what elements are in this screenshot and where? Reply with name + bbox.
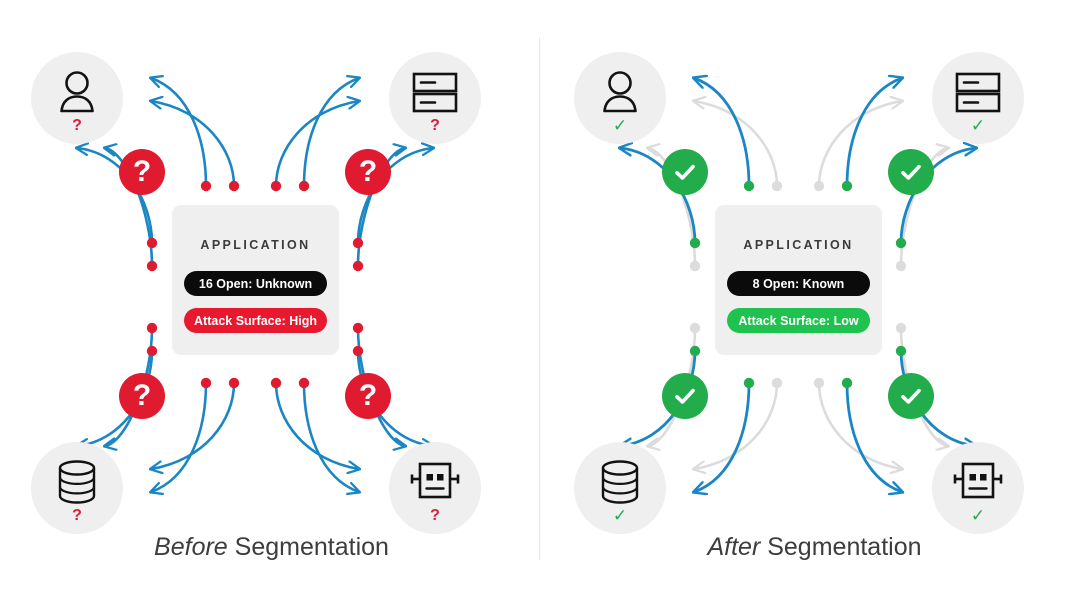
open-ports-pill: 16 Open: Unknown — [184, 271, 327, 296]
node-server-after[interactable]: ✓ — [932, 52, 1024, 144]
node-status-mark: ? — [430, 117, 440, 134]
node-robot-after[interactable]: ✓ — [932, 442, 1024, 534]
status-badge-unknown: ? — [345, 373, 391, 419]
status-badge-verified — [662, 149, 708, 195]
node-database-before[interactable]: ? — [31, 442, 123, 534]
server-icon — [389, 66, 481, 118]
panel-caption-before: Before Segmentation — [0, 533, 543, 562]
node-status-mark: ✓ — [970, 116, 986, 135]
node-status-mark: ✓ — [612, 116, 628, 135]
attack-surface-pill: Attack Surface: Low — [727, 308, 870, 333]
node-status-mark: ? — [72, 117, 82, 134]
open-port-dots — [146, 180, 364, 389]
status-badge-verified — [888, 149, 934, 195]
status-badge-verified — [888, 373, 934, 419]
node-status-mark: ✓ — [612, 506, 628, 525]
application-title: APPLICATION — [743, 238, 854, 252]
database-icon — [574, 456, 666, 508]
caption-rest: Segmentation — [760, 533, 922, 561]
question-icon: ? — [358, 379, 378, 412]
check-icon — [901, 164, 921, 180]
node-status-mark: ? — [72, 507, 82, 524]
question-icon: ? — [132, 379, 152, 412]
open-port-dots — [689, 180, 907, 389]
check-icon — [901, 388, 921, 404]
user-icon — [31, 66, 123, 118]
server-icon — [932, 66, 1024, 118]
node-user-after[interactable]: ✓ — [574, 52, 666, 144]
status-badge-unknown: ? — [119, 149, 165, 195]
panel-caption-after: After Segmentation — [543, 533, 1086, 562]
panel-before: ? ? ? — [0, 52, 543, 562]
application-title: APPLICATION — [200, 238, 311, 252]
panel-after: ✓ ✓ ✓ — [543, 0, 1086, 598]
question-icon: ? — [358, 155, 378, 188]
robot-icon — [932, 456, 1024, 508]
node-user-before[interactable]: ? — [31, 52, 123, 144]
status-badge-unknown: ? — [345, 149, 391, 195]
node-server-before[interactable]: ? — [389, 52, 481, 144]
node-robot-before[interactable]: ? — [389, 442, 481, 534]
caption-rest: Segmentation — [227, 533, 389, 561]
panel-divider — [539, 38, 540, 560]
robot-icon — [389, 456, 481, 508]
node-database-after[interactable]: ✓ — [574, 442, 666, 534]
caption-emphasis: Before — [154, 533, 228, 561]
question-icon: ? — [132, 155, 152, 188]
attack-surface-pill: Attack Surface: High — [184, 308, 327, 333]
check-icon — [675, 164, 695, 180]
node-status-mark: ? — [430, 507, 440, 524]
status-badge-verified — [662, 373, 708, 419]
blocked-port-dots — [689, 180, 907, 389]
check-icon — [675, 388, 695, 404]
node-status-mark: ✓ — [970, 506, 986, 525]
user-icon — [574, 66, 666, 118]
caption-emphasis: After — [707, 533, 761, 561]
application-card-after: APPLICATION 8 Open: Known Attack Surface… — [715, 205, 882, 355]
application-card-before: APPLICATION 16 Open: Unknown Attack Surf… — [172, 205, 339, 355]
database-icon — [31, 456, 123, 508]
open-ports-pill: 8 Open: Known — [727, 271, 870, 296]
status-badge-unknown: ? — [119, 373, 165, 419]
